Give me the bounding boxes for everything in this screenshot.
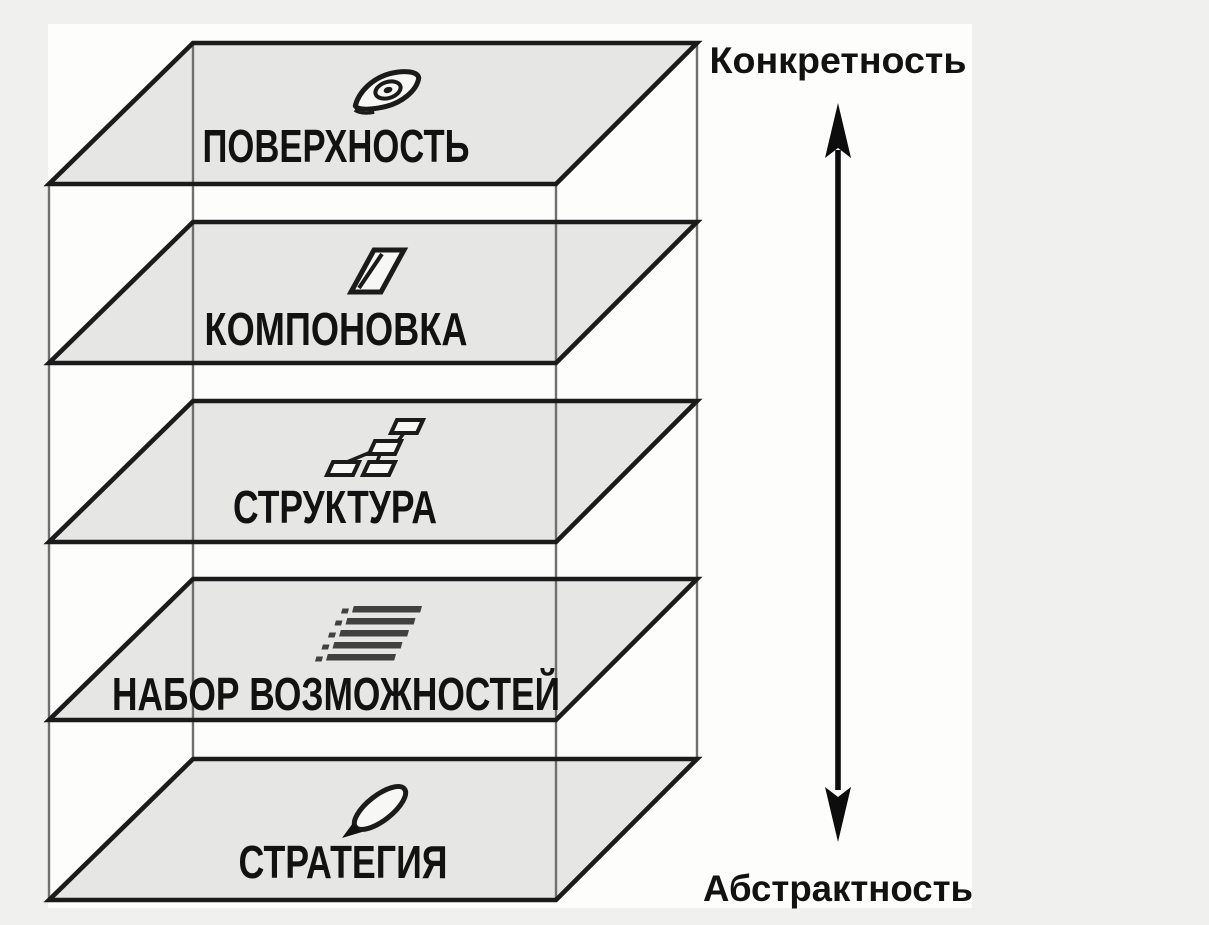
plane-scope-outline	[43, 576, 703, 723]
plane-strategy-outline	[43, 756, 703, 903]
axis-top-label: Конкретность	[710, 40, 967, 81]
plane-scope-label: НАБОР ВОЗМОЖНОСТЕЙ	[112, 668, 560, 720]
page-divider	[357, 252, 384, 290]
list-bar	[334, 618, 416, 626]
sitemap-node	[365, 439, 405, 456]
sitemap-icon	[323, 418, 427, 477]
plane-outlines	[43, 40, 703, 903]
axis-arrow-up-head	[825, 103, 851, 158]
plane-surface-outline	[43, 40, 703, 187]
eye-lower-lid	[353, 109, 375, 115]
plane-structure-outline	[43, 398, 703, 545]
plane-structure-label: СТРУКТУРА	[233, 481, 437, 533]
feature-list-icon	[315, 606, 422, 662]
eye-iris	[373, 79, 403, 101]
list-bar	[315, 654, 396, 662]
list-bar	[341, 606, 422, 614]
eye-icon	[352, 69, 422, 115]
abstraction-axis: Конкретность Абстрактность	[703, 40, 973, 909]
pen-tip	[342, 823, 362, 838]
layout-page-icon	[346, 247, 409, 295]
plane-surface-label: ПОВЕРХНОСТЬ	[203, 120, 470, 172]
eye-pupil	[383, 86, 393, 94]
pen-icon	[342, 784, 409, 838]
axis-arrow-down-head	[825, 787, 851, 842]
plane-layout-outline	[43, 219, 703, 366]
sitemap-node	[323, 460, 363, 477]
plane-labels: ПОВЕРХНОСТЬ КОМПОНОВКА СТРУКТУРА НАБОР В…	[112, 120, 560, 888]
plane-scope-fill	[49, 579, 697, 720]
axis-arrow-shaft	[835, 150, 841, 790]
list-bar	[321, 642, 403, 650]
plane-strategy-label: СТРАТЕГИЯ	[239, 836, 448, 888]
list-bar	[328, 630, 409, 638]
plane-layout-label: КОМПОНОВКА	[205, 303, 468, 355]
plane-strategy-fill	[49, 759, 697, 900]
axis-bottom-label: Абстрактность	[703, 868, 973, 909]
sitemap-node	[387, 418, 427, 435]
sitemap-node	[359, 460, 399, 477]
